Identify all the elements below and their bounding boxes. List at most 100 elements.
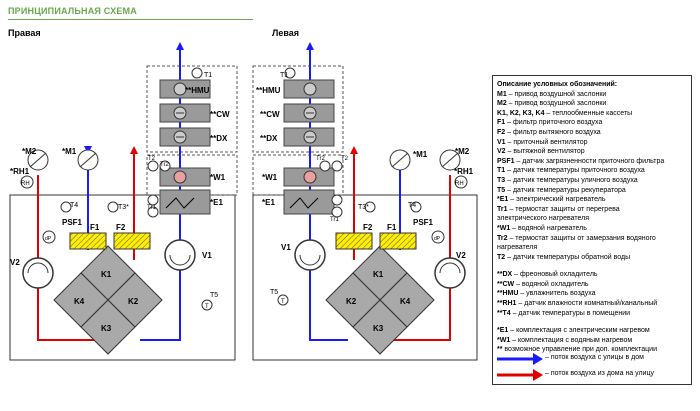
legend-item-text: – датчик температуры рекуператора [505,186,626,194]
legend-item-text: нагревателя [497,244,538,252]
left-tr2-label: Tr2 [316,156,325,162]
legend-item-key: **HMU [497,290,519,298]
left-w1-label: *W1 [262,173,278,182]
left-f1-label: F1 [387,223,397,232]
legend-item-key: Tr2 [497,234,508,242]
legend-item-text: – увлажнитель воздуха [518,290,596,298]
left-f2-label: F2 [363,223,373,232]
legend-item-key: F2 [497,128,506,136]
right-k4-label: K4 [74,297,85,306]
legend-item-key: M1 [497,90,507,98]
left-m2-label: *M2 [455,147,470,156]
right-dx-label: **DX [210,134,228,143]
legend-item-key: **RH1 [497,300,517,308]
left-t5-label: T5 [270,289,278,296]
legend-item: ** возможное управление при доп. комплек… [497,345,689,355]
right-m1-label: *M1 [62,147,77,156]
legend-item-key: M2 [497,100,507,108]
left-cw-label: **CW [260,110,280,119]
legend-item-text: возможное управление при доп. комплектац… [502,346,657,354]
right-t1-label: T1 [204,72,212,79]
right-cw-label: **CW [210,110,230,119]
right-rh1-label: *RH1 [10,167,30,176]
legend-content: Описание условных обозначений: M1 – прив… [497,80,689,355]
legend-item: *W1 – водяной нагреватель [497,224,689,234]
right-variant: **HMU **CW **DX *W1 *E1 T1 T2 Tr2 Tr1 T3… [9,42,238,361]
left-tr1-label: Tr1 [330,217,339,223]
legend-item: **T4 – датчик температуры в помещении [497,309,689,319]
legend-item-text: – комплектация с электрическим нагревом [508,327,650,335]
right-dp-sym: dP [45,236,52,242]
legend-item: V2 – вытяжной вентилятор [497,147,689,157]
legend-item-text: – фреоновый охладитель [512,271,598,279]
left-v2-label: V2 [456,251,466,260]
left-housing [252,194,478,361]
legend-item: T2 – датчик температуры обратной воды [497,253,689,263]
legend-item: T1 – датчик температуры приточного возду… [497,166,689,176]
legend-item-key: *E1 [497,327,509,335]
legend-list-optional: **DX – фреоновый охладитель**CW – водяно… [497,270,689,318]
left-v1-label: V1 [281,243,291,252]
legend-item-key: V1 [497,138,506,146]
left-k3-label: K3 [373,324,384,333]
legend-item: F1 – фильтр приточного воздуха [497,118,689,128]
legend-item-text: – приточный вентилятор [505,138,588,146]
right-k2-label: K2 [128,297,139,306]
legend-item-text: – водяной охладитель [514,280,589,288]
left-psf1-label: PSF1 [413,218,434,227]
left-k4-label: K4 [400,297,411,306]
legend-item-key: **T4 [497,309,511,317]
left-dx-label: **DX [260,134,278,143]
legend-item-text: – датчик влажности комнатный/канальный [516,300,658,308]
left-t2-label: T2 [341,156,349,162]
right-t5-label: T5 [210,292,218,299]
legend-item-text: – датчик температуры обратной воды [505,253,631,261]
left-k1-label: K1 [373,270,384,279]
legend-item-text: – комплектация с водяным нагревом [510,336,633,344]
legend-item-key: V2 [497,148,506,156]
legend-item: нагревателя [497,243,689,253]
right-t4-label: T4 [70,202,78,209]
right-v1-label: V1 [202,251,212,260]
legend-item-key: PSF1 [497,157,515,165]
right-v2-label: V2 [10,258,20,267]
legend-arrow-red: – поток воздуха из дома на улицу [493,368,689,382]
left-t-sym: T [281,299,285,305]
legend-item: *W1 – комплектация с водяным нагревом [497,336,689,346]
legend-item-key: F1 [497,119,506,127]
legend-item-text: – термостат защиты от перегрева [507,205,620,213]
left-optional-frame [252,65,344,153]
legend-item-text: – фильтр приточного воздуха [505,119,603,127]
legend-item-text: – водяной нагреватель [510,224,587,232]
left-t3-label: T3* [358,204,369,211]
legend-item: **DX – фреоновый охладитель [497,270,689,280]
legend-item-text: – электрический нагреватель [508,196,606,204]
left-hmu-label: **HMU [256,86,281,95]
legend-item: T3 – датчик температуры уличного воздуха [497,176,689,186]
legend-item-key: T5 [497,186,506,194]
left-variant: **HMU **CW **DX *W1 *E1 T1 T2 Tr2 Tr1 T3… [252,42,478,361]
legend-item-text: – привод воздушной заслонки [506,100,607,108]
legend-box: Описание условных обозначений: M1 – прив… [492,75,692,385]
legend-item-key: Tr1 [497,205,508,213]
left-rh1-label: *RH1 [454,167,474,176]
legend-item-key: *W1 [497,224,511,232]
left-variant-label: Левая [272,28,299,38]
legend-item-key: *E1 [497,196,509,204]
legend-arrow-blue-text: – поток воздуха с улицы в дом [545,354,644,361]
right-t3-label: T3* [118,204,129,211]
left-m1-label: *M1 [413,150,428,159]
legend-list-complectation: *E1 – комплектация с электрическим нагре… [497,326,689,355]
legend-item-key: T2 [497,253,506,261]
legend-item: T5 – датчик температуры рекуператора [497,186,689,196]
legend-item-key: T3 [497,176,506,184]
right-t-sym: T [205,304,209,310]
legend-item: **RH1 – датчик влажности комнатный/канал… [497,299,689,309]
legend-item-text: – фильтр вытяжного воздуха [505,128,601,136]
left-k2-label: K2 [346,297,357,306]
right-k3-label: K3 [101,324,112,333]
legend-item: V1 – приточный вентилятор [497,138,689,148]
right-optional-frame [146,65,238,153]
blue-arrow-icon [497,353,543,365]
